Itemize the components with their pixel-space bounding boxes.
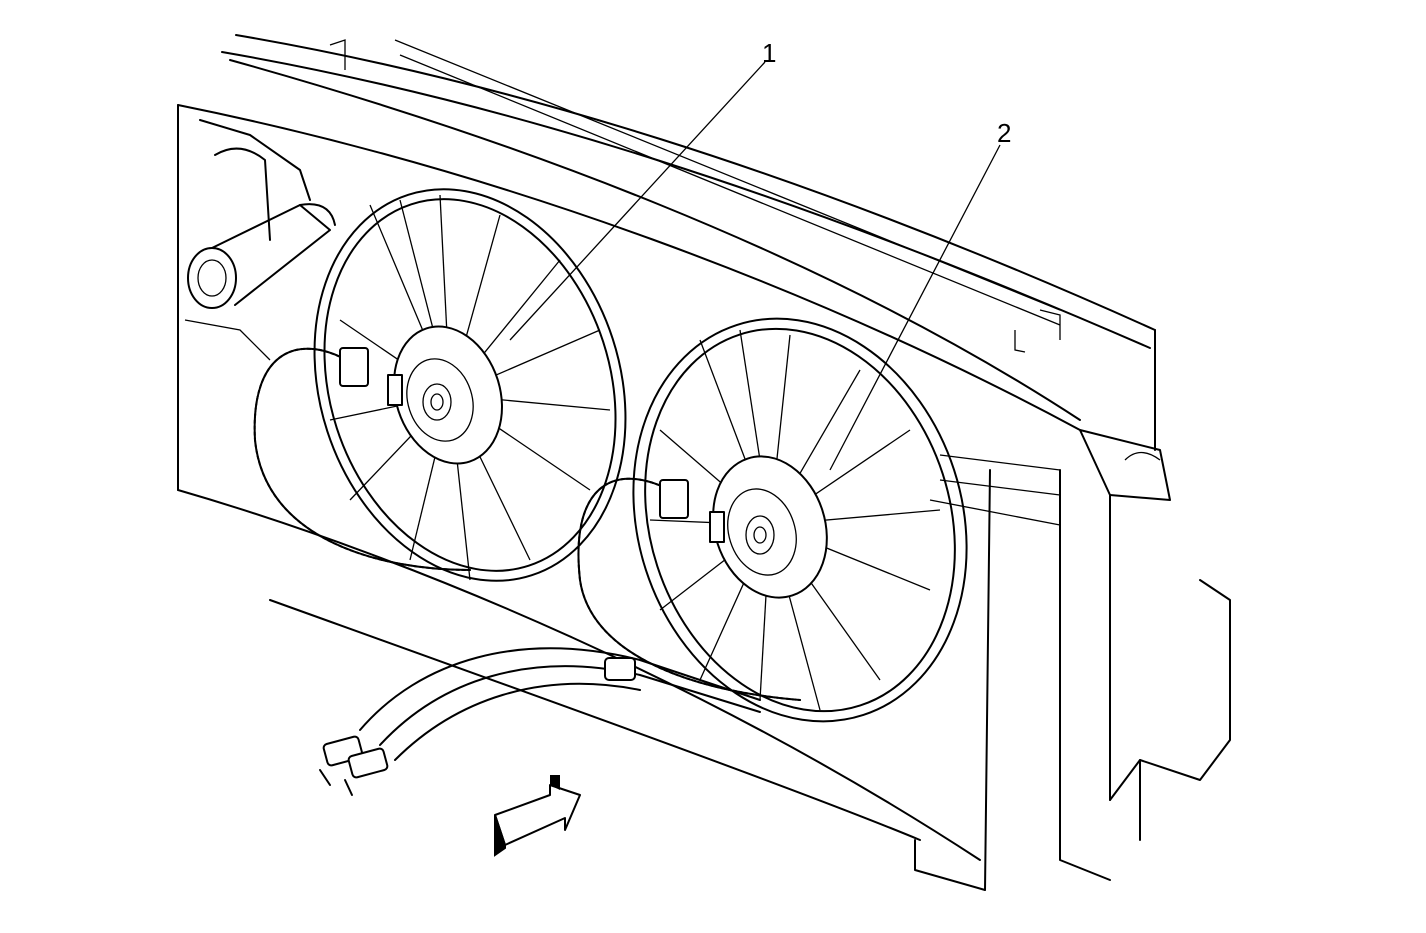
callout-1-label: 1 bbox=[762, 38, 776, 68]
callout-2-label: 2 bbox=[997, 118, 1011, 148]
lower-lines bbox=[319, 647, 761, 796]
view-direction-arrow bbox=[494, 775, 581, 857]
callout-1-leader bbox=[509, 61, 766, 341]
fan-2-connector bbox=[659, 479, 689, 519]
radiator-support-frame bbox=[177, 34, 1231, 891]
fan-1-connector bbox=[339, 347, 369, 387]
cooling-fan-2 bbox=[632, 317, 968, 723]
fan-wiring-harness bbox=[253, 347, 801, 701]
callout-1: 1 bbox=[509, 38, 776, 341]
radiator-hose bbox=[184, 119, 336, 361]
callout-2: 2 bbox=[829, 118, 1011, 471]
callout-2-leader bbox=[829, 144, 1001, 471]
cooling-fan-1 bbox=[313, 188, 627, 582]
